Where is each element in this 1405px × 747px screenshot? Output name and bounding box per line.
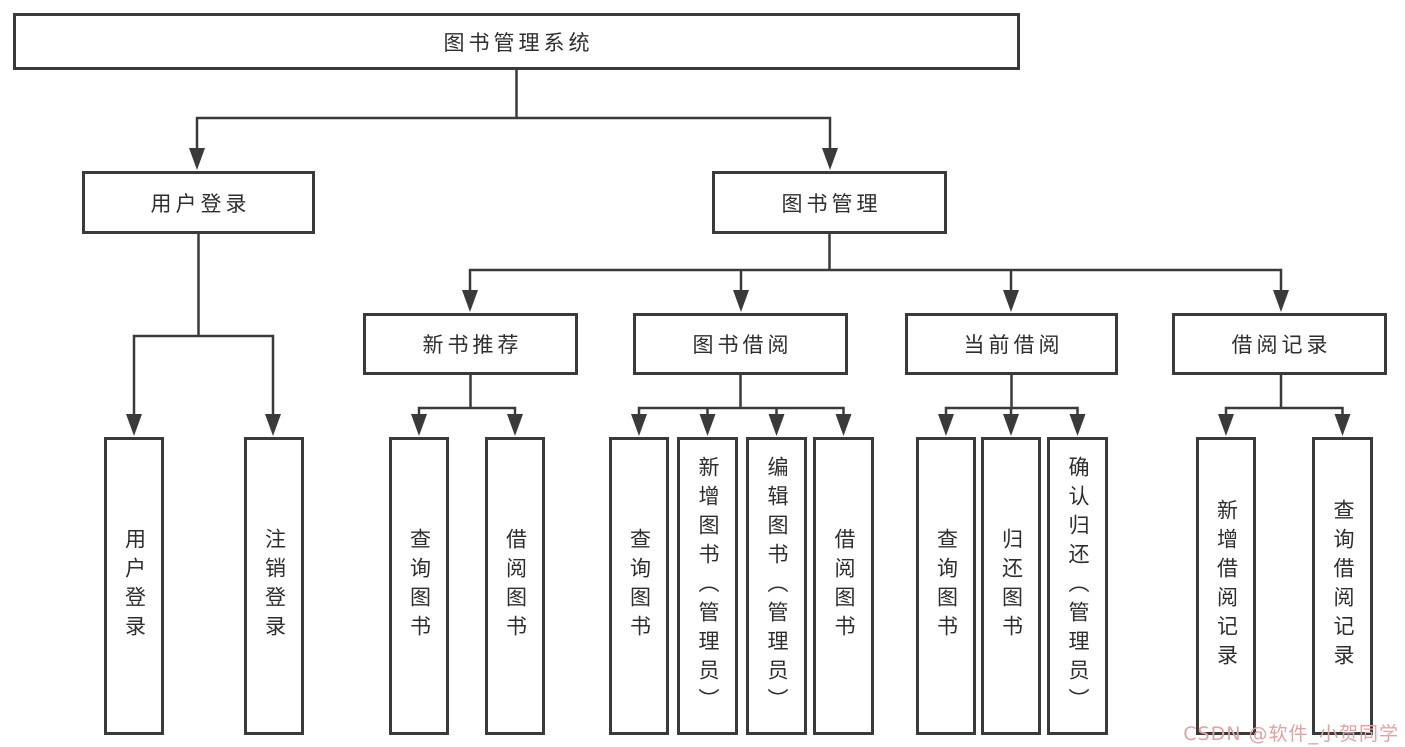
arrowhead xyxy=(507,414,523,436)
leaf-current-confirm-return-label: 确认归还（管理员） xyxy=(1066,455,1090,717)
leaf-user-login: 用户登录 xyxy=(104,437,164,735)
leaf-borrow-edit-books-label: 编辑图书（管理员） xyxy=(765,455,789,717)
connector-borrow-records-children xyxy=(1224,373,1344,418)
node-borrow-records: 借阅记录 xyxy=(1172,313,1387,375)
node-root: 图书管理系统 xyxy=(13,13,1020,70)
connector-book-borrow-children xyxy=(637,373,845,418)
arrowhead xyxy=(1218,414,1234,436)
arrowhead xyxy=(1069,414,1086,436)
arrowhead xyxy=(265,414,281,436)
leaf-borrow-edit-books: 编辑图书（管理员） xyxy=(746,437,807,735)
leaf-recommend-query-books: 查询图书 xyxy=(389,437,449,735)
node-book-management-label: 图书管理 xyxy=(781,191,882,216)
connector-new-book-recommend-children xyxy=(417,373,517,418)
arrowhead xyxy=(631,414,647,436)
arrowhead xyxy=(768,414,785,436)
arrowhead xyxy=(462,290,478,312)
leaf-logout-login-label: 注销登录 xyxy=(262,528,287,644)
leaf-current-return-books: 归还图书 xyxy=(981,437,1041,735)
node-user-login-label: 用户登录 xyxy=(150,191,251,216)
connector-root-to-level2 xyxy=(195,68,832,152)
node-root-label: 图书管理系统 xyxy=(443,30,594,55)
leaf-recommend-query-books-label: 查询图书 xyxy=(407,528,432,644)
node-borrow-records-label: 借阅记录 xyxy=(1231,333,1332,357)
node-new-book-recommend: 新书推荐 xyxy=(363,313,578,375)
leaf-records-query-record: 查询借阅记录 xyxy=(1312,437,1373,735)
leaf-borrow-query-books: 查询图书 xyxy=(609,437,669,735)
arrowhead xyxy=(1003,290,1019,312)
arrowhead xyxy=(126,414,142,436)
csdn-watermark: CSDN @软件_小贺同学 xyxy=(1183,723,1399,745)
node-book-management: 图书管理 xyxy=(712,171,947,234)
leaf-recommend-borrow-books: 借阅图书 xyxy=(485,437,545,735)
arrowhead xyxy=(1334,414,1351,436)
arrowhead xyxy=(835,414,852,436)
connector-current-borrow-children xyxy=(944,373,1079,418)
node-current-borrow-label: 当前借阅 xyxy=(963,333,1064,357)
arrowhead xyxy=(1273,290,1289,312)
node-user-login: 用户登录 xyxy=(82,171,315,234)
leaf-borrow-borrow-books-label: 借阅图书 xyxy=(832,528,856,644)
arrowhead xyxy=(938,414,954,436)
leaf-records-add-record-label: 新增借阅记录 xyxy=(1214,499,1239,673)
leaf-current-confirm-return: 确认归还（管理员） xyxy=(1047,437,1108,735)
node-new-book-recommend-label: 新书推荐 xyxy=(422,333,523,357)
node-book-borrow: 图书借阅 xyxy=(633,313,848,375)
leaf-borrow-add-books: 新增图书（管理员） xyxy=(677,437,738,735)
leaf-borrow-query-books-label: 查询图书 xyxy=(627,528,652,644)
leaf-current-query-books-label: 查询图书 xyxy=(934,528,959,644)
node-current-borrow: 当前借阅 xyxy=(905,313,1118,375)
connector-user-login-children xyxy=(132,231,275,418)
arrowhead xyxy=(733,290,749,312)
leaf-recommend-borrow-books-label: 借阅图书 xyxy=(503,528,528,644)
leaf-borrow-borrow-books: 借阅图书 xyxy=(813,437,874,735)
leaf-logout-login: 注销登录 xyxy=(244,437,304,735)
leaf-records-query-record-label: 查询借阅记录 xyxy=(1331,499,1355,673)
connector-book-management-children xyxy=(468,231,1283,294)
leaf-current-query-books: 查询图书 xyxy=(916,437,976,735)
leaf-user-login-label: 用户登录 xyxy=(122,528,147,644)
leaf-current-return-books-label: 归还图书 xyxy=(999,528,1024,644)
leaf-borrow-add-books-label: 新增图书（管理员） xyxy=(696,455,720,717)
arrowhead xyxy=(699,414,716,436)
leaf-records-add-record: 新增借阅记录 xyxy=(1196,437,1256,735)
arrowhead xyxy=(411,414,427,436)
arrowhead xyxy=(1003,414,1019,436)
node-book-borrow-label: 图书借阅 xyxy=(692,333,793,357)
arrowhead xyxy=(189,148,205,170)
arrowhead xyxy=(822,148,838,170)
